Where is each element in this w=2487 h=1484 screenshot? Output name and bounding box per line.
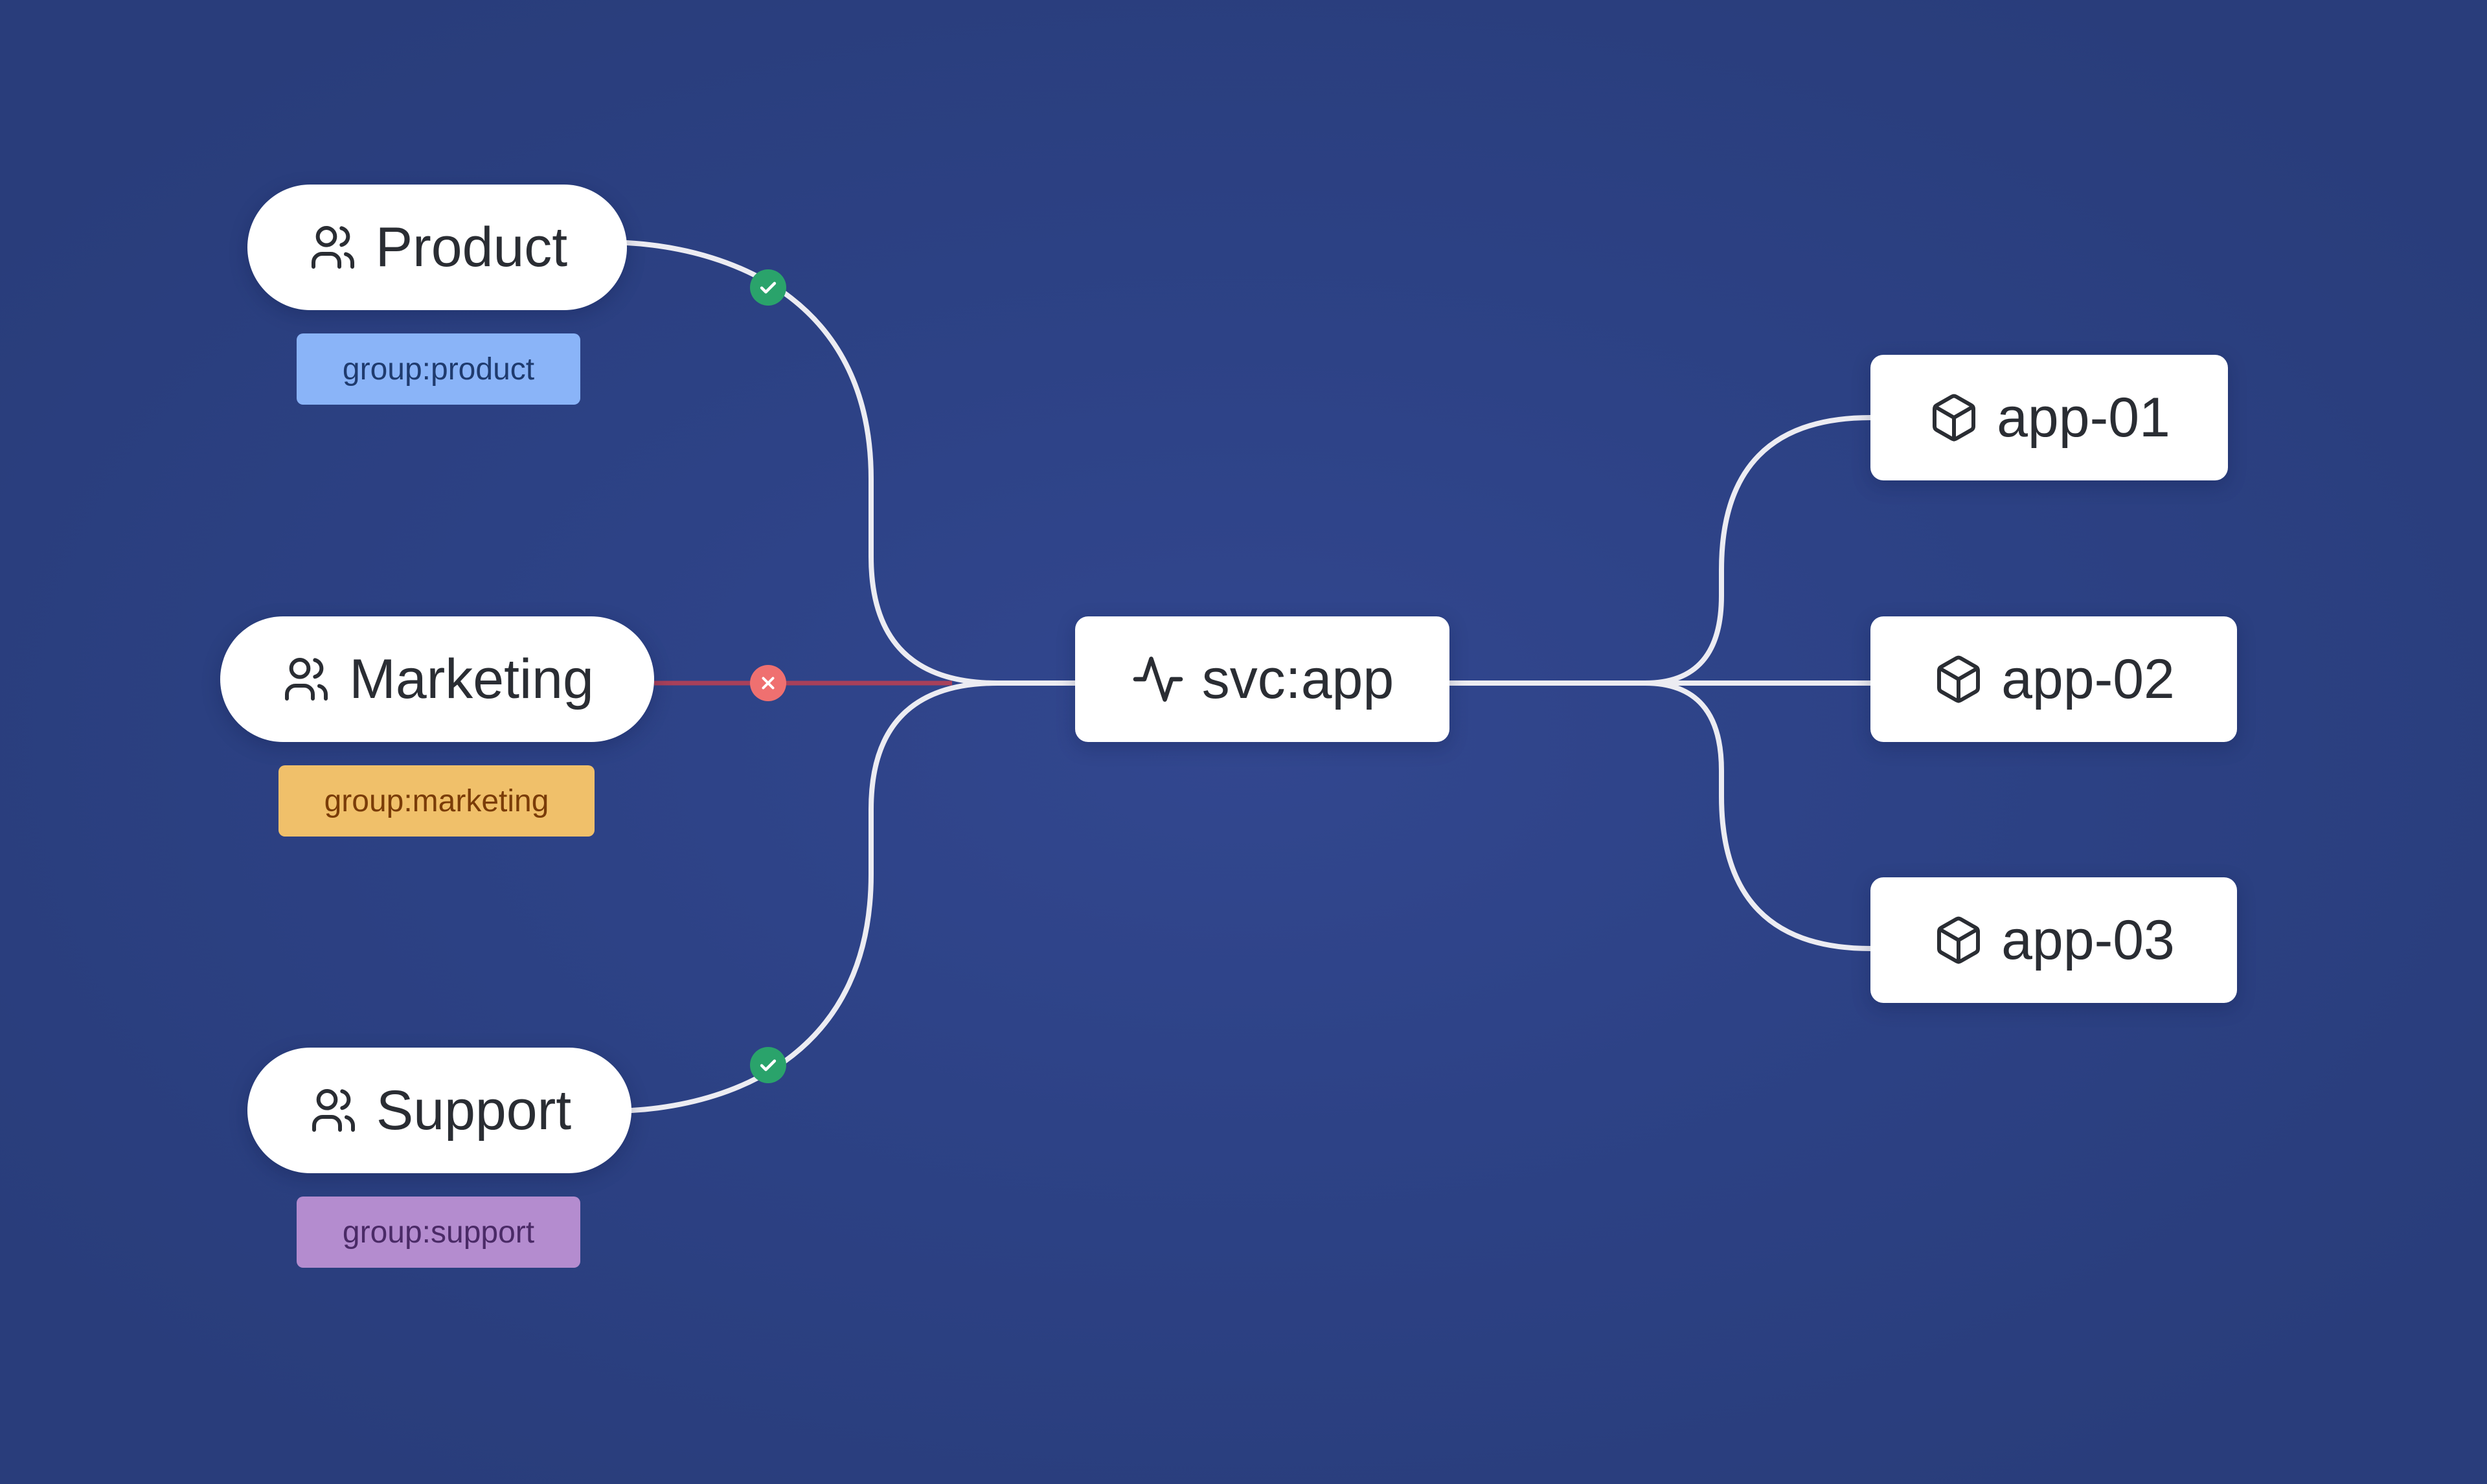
group-tag-support: group:support [297, 1197, 580, 1268]
app-label: app-01 [1997, 386, 2170, 449]
group-tag-product: group:product [297, 333, 580, 405]
box-icon [1928, 392, 1980, 444]
service-label: svc:app [1201, 647, 1394, 710]
group-tag-marketing: group:marketing [278, 765, 595, 837]
service-node[interactable]: svc:app [1075, 616, 1449, 742]
check-icon [760, 282, 777, 294]
app-node-01[interactable]: app-01 [1870, 355, 2228, 480]
check-icon [760, 1059, 777, 1072]
app-node-03[interactable]: app-03 [1870, 877, 2237, 1003]
status-denied-marketing [750, 665, 786, 701]
edge-product [624, 240, 1078, 686]
users-icon [280, 653, 332, 705]
status-allowed-support [750, 1047, 786, 1083]
edge-app-01 [1642, 415, 1873, 686]
group-label: Support [376, 1079, 572, 1141]
group-node-support[interactable]: Support [247, 1048, 631, 1173]
box-icon [1933, 653, 1984, 705]
edge-support [629, 680, 1000, 1113]
activity-icon [1131, 652, 1185, 706]
users-icon [307, 221, 359, 273]
edge-app-03 [1642, 680, 1873, 951]
group-label: Marketing [349, 647, 594, 710]
group-node-product[interactable]: Product [247, 185, 627, 310]
app-label: app-02 [2001, 647, 2175, 710]
app-label: app-03 [2001, 908, 2175, 971]
box-icon [1933, 914, 1984, 966]
group-label: Product [375, 216, 568, 278]
group-node-marketing[interactable]: Marketing [220, 616, 654, 742]
status-allowed-product [750, 269, 786, 306]
x-icon [762, 677, 775, 690]
users-icon [308, 1085, 359, 1136]
app-node-02[interactable]: app-02 [1870, 616, 2237, 742]
